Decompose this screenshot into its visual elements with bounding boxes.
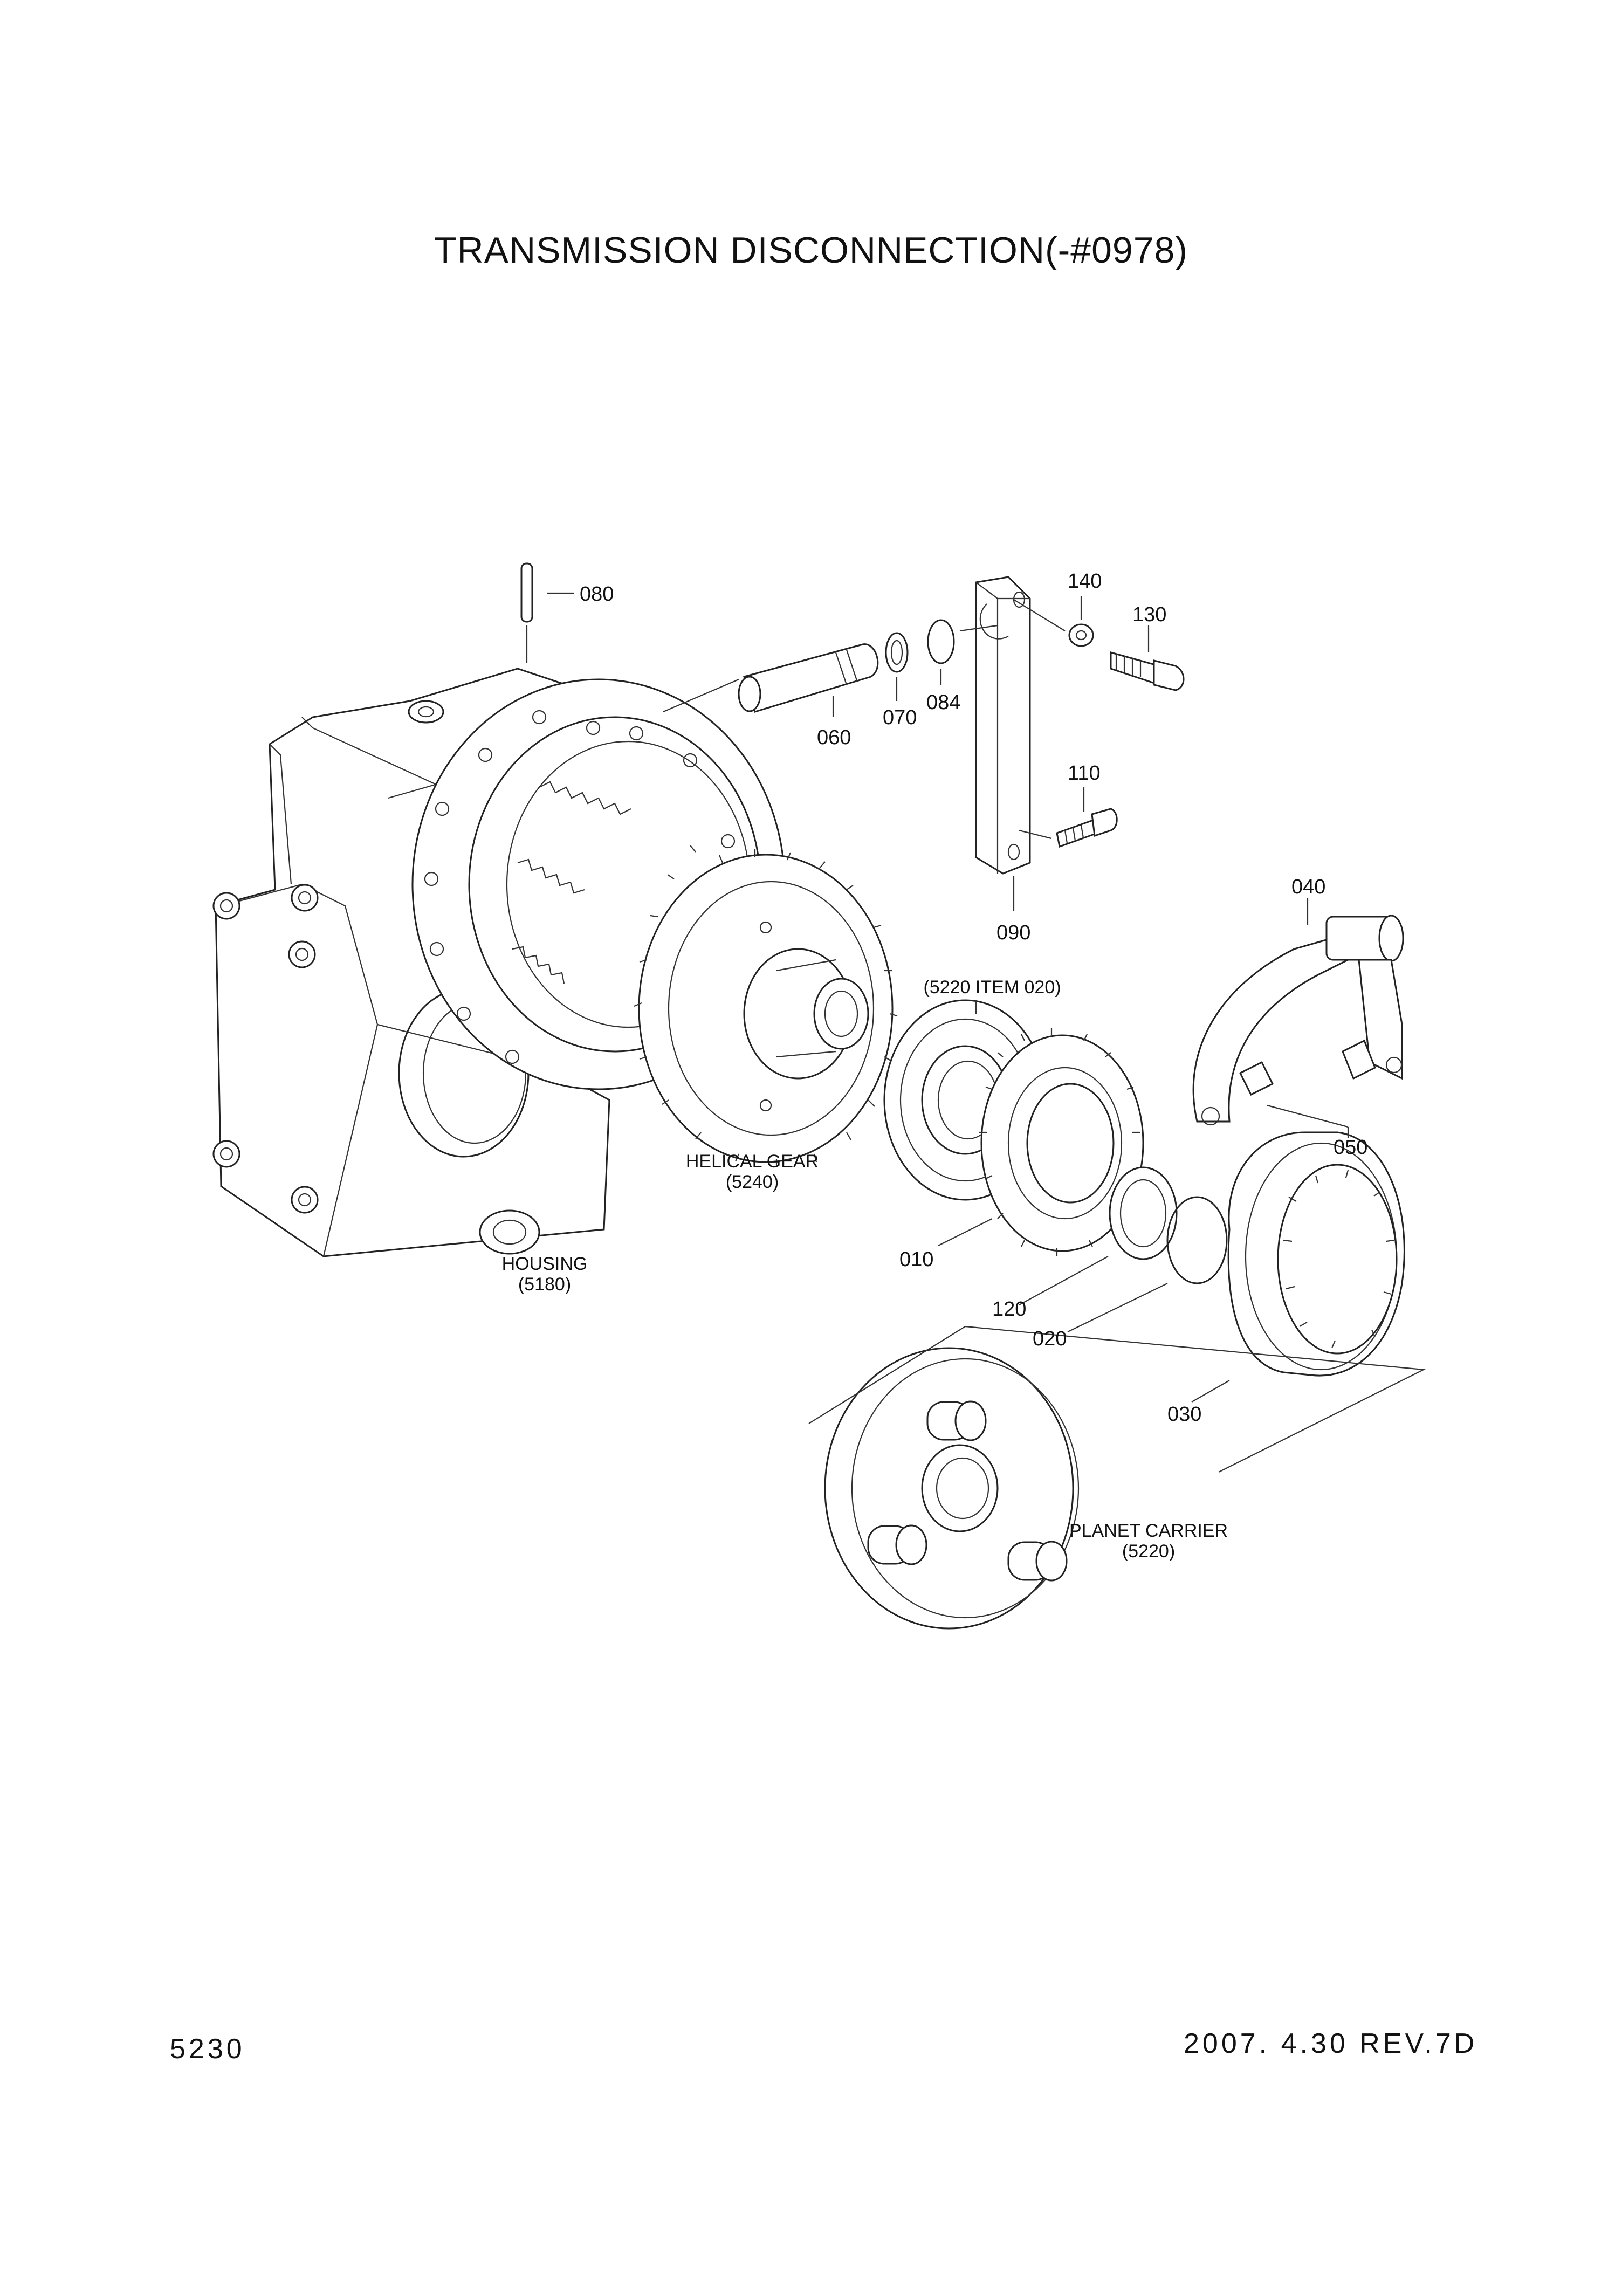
helical-gear-drawing bbox=[634, 845, 898, 1167]
housing-ref-label: (5180) bbox=[518, 1274, 571, 1295]
planet-carrier-label: PLANET CARRIER bbox=[1069, 1521, 1228, 1541]
part-084-label: 084 bbox=[926, 691, 960, 714]
leader-lines bbox=[526, 592, 1349, 1403]
part-110-label: 110 bbox=[1068, 762, 1101, 785]
shift-sleeve-030-drawing bbox=[1227, 1131, 1405, 1377]
ring-120-drawing bbox=[1109, 1166, 1178, 1260]
shift-lever-090-drawing bbox=[975, 576, 1031, 875]
part-number-labels: 080 060 070 084 140 130 110 090 040 050 … bbox=[580, 570, 1367, 1426]
date-revision: 2007. 4.30 REV.7D bbox=[1184, 2028, 1478, 2059]
page-number: 5230 bbox=[170, 2033, 245, 2065]
pin-080-drawing bbox=[520, 562, 533, 623]
shaft-060-drawing bbox=[738, 643, 879, 713]
bolt-130-drawing bbox=[1110, 651, 1185, 691]
helical-gear-label: HELICAL GEAR bbox=[686, 1151, 819, 1172]
snap-ring-084-drawing bbox=[927, 619, 955, 664]
helical-gear-ref-label: (5240) bbox=[726, 1172, 779, 1192]
housing-label: HOUSING bbox=[502, 1254, 588, 1274]
assembly-labels: (5220 ITEM 020) HELICAL GEAR (5240) HOUS… bbox=[502, 977, 1228, 1562]
part-120-label: 120 bbox=[992, 1298, 1026, 1321]
part-080-label: 080 bbox=[580, 583, 614, 606]
part-050-label: 050 bbox=[1334, 1136, 1367, 1159]
part-070-label: 070 bbox=[883, 706, 917, 729]
bearing-reference-label: (5220 ITEM 020) bbox=[923, 977, 1061, 998]
snap-ring-020-drawing bbox=[1166, 1196, 1228, 1284]
shift-fork-040-drawing bbox=[1192, 915, 1404, 1126]
washer-140-drawing bbox=[1068, 623, 1094, 647]
sliding-gear-010-drawing bbox=[979, 1028, 1144, 1256]
part-010-label: 010 bbox=[899, 1248, 933, 1271]
part-140-label: 140 bbox=[1068, 570, 1102, 593]
part-040-label: 040 bbox=[1291, 876, 1325, 898]
part-130-label: 130 bbox=[1132, 603, 1166, 626]
part-060-label: 060 bbox=[817, 726, 851, 749]
part-020-label: 020 bbox=[1033, 1328, 1067, 1350]
part-030-label: 030 bbox=[1167, 1403, 1201, 1426]
planet-carrier-drawing bbox=[808, 1325, 1426, 1630]
bolt-110-drawing bbox=[1056, 808, 1118, 848]
washer-070-drawing bbox=[885, 632, 909, 673]
part-090-label: 090 bbox=[996, 922, 1030, 944]
page-title: TRANSMISSION DISCONNECTION(-#0978) bbox=[434, 230, 1188, 271]
planet-carrier-ref-label: (5220) bbox=[1122, 1541, 1175, 1562]
